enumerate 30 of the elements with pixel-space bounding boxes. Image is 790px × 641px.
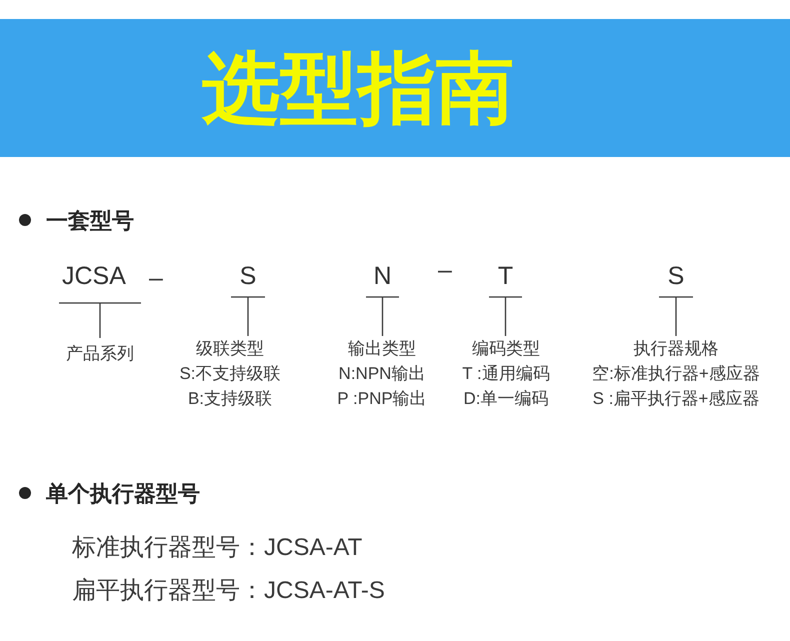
separator-dash: – xyxy=(149,262,163,294)
code-letter: JCSA xyxy=(59,259,141,303)
title: 选型指南 xyxy=(202,46,514,130)
section-heading: 一套型号 xyxy=(46,206,134,234)
code-letter: S xyxy=(659,259,693,297)
category-heading: 级联类型 xyxy=(196,338,264,360)
option-text: S :扁平执行器+感应器 xyxy=(592,388,760,410)
description-text: 产品系列 xyxy=(66,338,134,370)
option-text: D:单一编码 xyxy=(464,388,548,410)
category-heading: 执行器规格 xyxy=(634,338,718,360)
option-text: T :通用编码 xyxy=(462,363,550,385)
code-letter: S xyxy=(231,259,265,297)
model-number-text: 扁平执行器型号：JCSA-AT-S xyxy=(72,576,385,606)
leader-line xyxy=(58,302,142,339)
category-heading: 编码类型 xyxy=(472,338,540,360)
option-text: N:NPN输出 xyxy=(338,363,426,385)
option-text: P :PNP输出 xyxy=(337,388,427,410)
code-letter: N xyxy=(366,259,399,297)
model-number-text: 标准执行器型号：JCSA-AT xyxy=(72,532,362,562)
option-text: 空:标准执行器+感应器 xyxy=(592,363,760,385)
leader-line xyxy=(230,296,266,337)
category-heading: 输出类型 xyxy=(348,338,416,360)
code-letter: T xyxy=(489,259,522,297)
leader-line xyxy=(365,296,400,337)
leader-line xyxy=(658,296,694,337)
option-text: S:不支持级联 xyxy=(179,363,281,385)
option-text: B:支持级联 xyxy=(188,388,272,410)
section-heading: 单个执行器型号 xyxy=(46,480,200,508)
leader-line xyxy=(488,296,523,337)
separator-dash: – xyxy=(438,254,452,286)
